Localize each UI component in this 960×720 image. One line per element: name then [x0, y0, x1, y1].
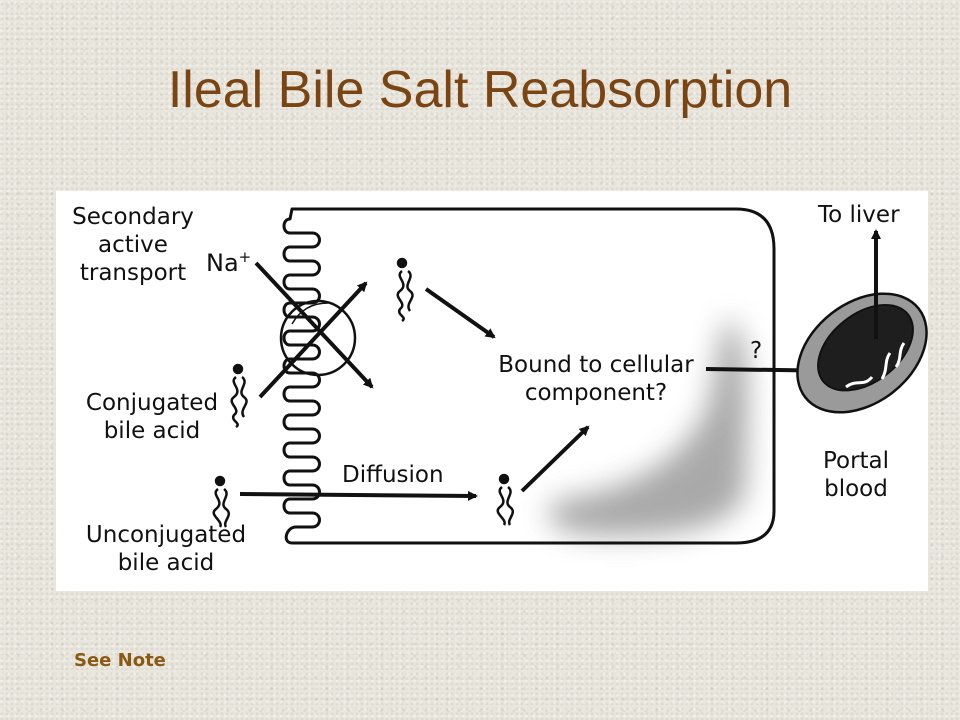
slide-title: Ileal Bile Salt Reabsorption — [167, 61, 793, 119]
unconjugated-line1: Unconjugated — [85, 522, 247, 548]
unknown-exit-label: ? — [750, 338, 763, 364]
sodium-label: Na+ — [206, 243, 251, 277]
transporter-circle — [279, 299, 357, 377]
bile-acid-in-blood — [845, 342, 906, 389]
to-liver-label: To liver — [818, 202, 900, 228]
unconjugated-bile-acid-label: Unconjugated bile acid — [74, 521, 258, 577]
diffusion-arrow — [239, 490, 478, 501]
bile-acid-molecule-diffused — [496, 473, 515, 526]
secondary-line3: transport — [79, 260, 187, 286]
bound-line2: component? — [524, 380, 668, 406]
bile-acid-molecule-conjugated — [230, 363, 248, 429]
secondary-line1: Secondary — [72, 204, 194, 230]
portal-vessel — [796, 292, 928, 414]
bound-to-cellular-component-label: Bound to cellular component? — [486, 351, 706, 407]
sodium-text: Na — [206, 249, 239, 277]
diffusion-label: Diffusion — [342, 462, 444, 488]
enterocyte-cell-outline — [282, 207, 776, 545]
sodium-charge: + — [238, 248, 252, 266]
conjugated-bile-acid-label: Conjugated bile acid — [72, 389, 232, 445]
bile-acid-molecule-entering — [396, 257, 414, 323]
bile-acid-molecule-unconjugated — [212, 475, 231, 528]
sodium-arrow — [254, 261, 374, 389]
to-binding-arrow — [424, 287, 496, 339]
portal-blood-label: Portal blood — [808, 447, 904, 503]
conjugated-line1: Conjugated — [85, 390, 219, 416]
diffused-to-binding-arrow — [520, 425, 590, 493]
bile-salt-diagram: Secondary active transport Na+ Conjugate… — [56, 191, 928, 591]
portal-line1: Portal — [822, 448, 890, 474]
secondary-line2: active — [98, 232, 168, 258]
cytoplasm-shading — [548, 319, 748, 536]
conjugated-uptake-arrow — [258, 281, 368, 399]
see-note-link[interactable]: See Note — [74, 650, 166, 671]
unconjugated-line2: bile acid — [117, 550, 215, 576]
transporter-highlight — [291, 302, 329, 325]
secondary-active-transport-label: Secondary active transport — [64, 203, 202, 287]
bound-line1: Bound to cellular — [498, 352, 694, 378]
diagram-drawing — [212, 207, 928, 545]
conjugated-line2: bile acid — [103, 418, 201, 444]
portal-line2: blood — [824, 476, 888, 502]
